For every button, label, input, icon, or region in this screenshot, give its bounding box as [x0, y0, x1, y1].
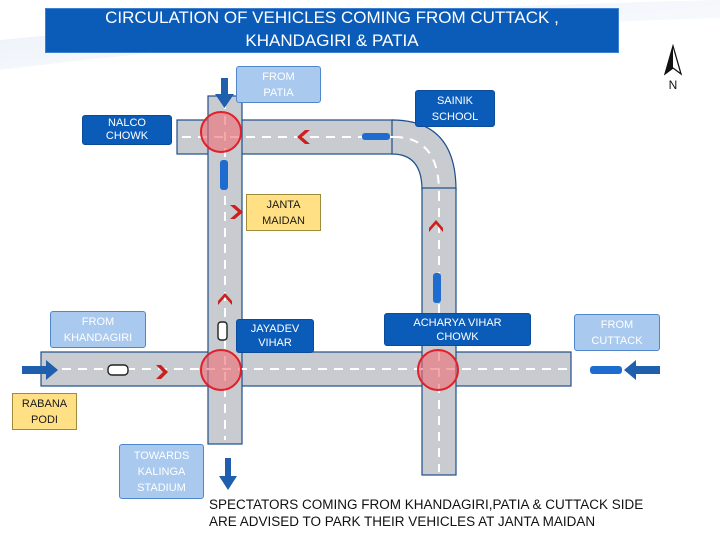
chevron-left-nalco: [297, 130, 310, 144]
arrow-towards-kalinga: [219, 458, 237, 490]
note-line-2: ARE ADVISED TO PARK THEIR VEHICLES AT JA…: [209, 514, 596, 529]
compass-label: N: [669, 78, 678, 92]
vehicle-marker: [590, 366, 622, 374]
lane-markings: [46, 100, 568, 472]
chevron-up-acharya: [429, 220, 443, 232]
vehicles: [107, 133, 622, 376]
advisory-note: SPECTATORS COMING FROM KHANDAGIRI,PATIA …: [209, 496, 714, 530]
note-line-1: SPECTATORS COMING FROM KHANDAGIRI,PATIA …: [209, 497, 644, 512]
entry-arrows: [22, 78, 660, 490]
roads: [40, 95, 572, 476]
chevron-up-jayadev: [218, 293, 232, 305]
junction-acharya: [417, 349, 459, 391]
chevron-right-main: [156, 365, 168, 379]
compass-north-icon: N: [663, 44, 683, 92]
junction-nalco: [200, 111, 242, 153]
junction-jayadev: [200, 349, 242, 391]
diagram-title: CIRCULATION OF VEHICLES COMING FROM CUTT…: [45, 8, 619, 53]
arrow-from-khandagiri: [22, 360, 58, 380]
vehicle-marker: [362, 133, 390, 140]
chevron-right-janta: [230, 205, 243, 219]
vehicle-marker: [433, 273, 441, 303]
title-line-1: CIRCULATION OF VEHICLES COMING FROM CUTT…: [105, 8, 559, 27]
car-marker: [107, 364, 129, 376]
car-marker: [217, 321, 228, 341]
arrow-from-patia: [215, 78, 234, 108]
road-curve-sainik: [391, 119, 457, 191]
direction-chevrons: [156, 130, 443, 379]
junctions: [200, 111, 459, 391]
arrow-from-cuttack: [624, 360, 660, 380]
title-line-2: KHANDAGIRI & PATIA: [245, 31, 419, 50]
vehicle-marker: [220, 160, 228, 190]
